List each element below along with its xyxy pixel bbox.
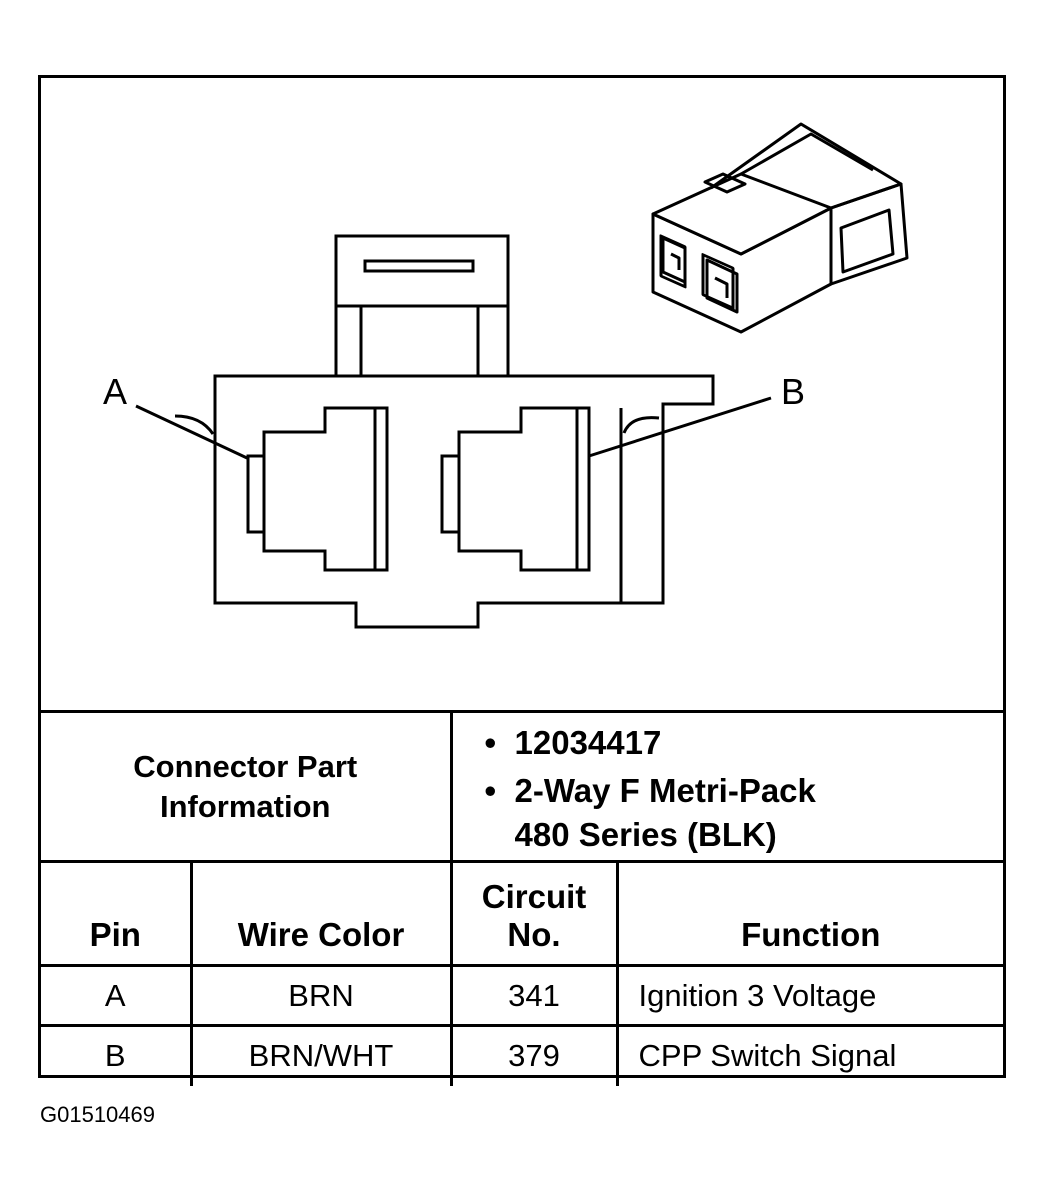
- header-circuit-no: Circuit No.: [449, 860, 619, 967]
- connector-info-table: Connector Part Information • 12034417 • …: [41, 710, 1004, 1086]
- part-number-item: • 12034417: [485, 721, 1004, 765]
- cavity-b: [440, 406, 591, 572]
- table-row: A BRN 341 Ignition 3 Voltage: [41, 964, 1004, 1027]
- bullet-icon: •: [484, 724, 497, 761]
- bullet-icon: •: [484, 772, 497, 809]
- part-description-item: • 2-Way F Metri-Pack: [485, 769, 1004, 813]
- part-info-title-line2: Information: [160, 788, 331, 824]
- pin-cell: A: [41, 964, 193, 1027]
- wire-color-cell: BRN/WHT: [189, 1024, 453, 1086]
- figure-code: G01510469: [40, 1102, 155, 1127]
- table-row: B BRN/WHT 379 CPP Switch Signal: [41, 1024, 1004, 1086]
- header-pin: Pin: [41, 860, 193, 967]
- part-number: 12034417: [514, 724, 662, 761]
- part-info-title: Connector Part Information: [41, 710, 453, 863]
- header-function: Function: [615, 860, 1004, 967]
- function-cell: Ignition 3 Voltage: [615, 964, 1004, 1027]
- pin-cell: B: [41, 1024, 193, 1086]
- connector-drawing: A B: [41, 78, 1003, 713]
- part-info-details: • 12034417 • 2-Way F Metri-Pack 480 Seri…: [449, 710, 1004, 863]
- connector-face-view: [135, 122, 909, 629]
- header-circuit-line2: No.: [507, 916, 561, 953]
- circuit-cell: 341: [449, 964, 619, 1027]
- pin-a-callout: A: [103, 371, 128, 412]
- function-cell: CPP Switch Signal: [615, 1024, 1004, 1086]
- pin-b-callout: B: [781, 371, 806, 412]
- latch-slot: [363, 259, 475, 273]
- connector-isometric-icon: [651, 122, 909, 334]
- part-info-title-line1: Connector Part: [133, 748, 358, 784]
- table-header-row: Pin Wire Color Circuit No. Function: [41, 860, 1004, 967]
- diagram-frame: A B Connector Part Information • 1203441…: [38, 75, 1006, 1086]
- header-wire-color: Wire Color: [189, 860, 453, 967]
- part-description-line2: 480 Series (BLK): [514, 816, 777, 853]
- leader-line-b: [588, 396, 772, 458]
- leader-line-a: [135, 404, 248, 460]
- header-circuit-line1: Circuit: [481, 878, 587, 915]
- cavity-a: [246, 406, 389, 572]
- part-description-item-cont: 480 Series (BLK): [515, 813, 1004, 857]
- part-info-row: Connector Part Information • 12034417 • …: [41, 710, 1004, 863]
- part-description-line1: 2-Way F Metri-Pack: [514, 772, 816, 809]
- wire-color-cell: BRN: [189, 964, 453, 1027]
- circuit-cell: 379: [449, 1024, 619, 1086]
- connector-body: [213, 374, 715, 629]
